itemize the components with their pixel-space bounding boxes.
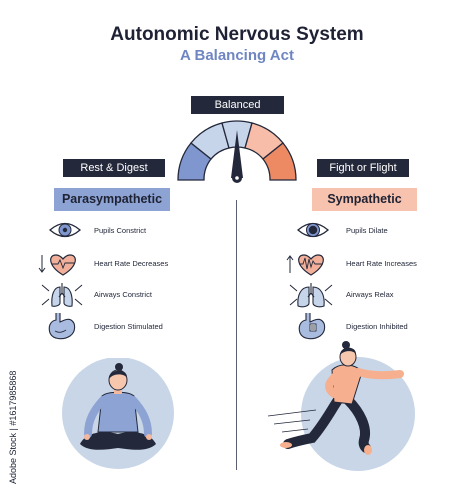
balance-gauge [177,120,297,183]
fight-flight-tag: Fight or Flight [317,159,409,177]
heart-icon [286,254,324,276]
page-title: Autonomic Nervous System [110,24,364,45]
stomach-icon [298,313,326,340]
lungs-icon [289,283,333,308]
sympathetic-title: Sympathetic [312,188,417,211]
meditating-person-illustration [62,358,174,469]
rest-digest-tag: Rest & Digest [63,159,165,177]
eye-icon [49,222,81,238]
effect-heart-rate-decreases: Heart Rate Decreases [94,259,169,268]
watermark: Adobe Stock | #1617985868 [8,370,18,484]
effect-pupils-constrict: Pupils Constrict [94,226,147,235]
parasympathetic-title: Parasympathetic [54,188,170,211]
effect-airways-constrict: Airways Constrict [94,290,152,299]
effect-airways-relax: Airways Relax [346,290,394,299]
gauge-needle [231,130,243,178]
effect-heart-rate-increases: Heart Rate Increases [346,259,417,268]
running-person-illustration [267,341,415,471]
heart-icon [38,254,76,276]
effect-digestion-stimulated: Digestion Stimulated [94,322,163,331]
center-divider [236,200,237,470]
gauge-segments [177,120,297,181]
gauge-segment-5 [262,142,297,181]
lungs-icon [41,283,83,307]
effect-digestion-inhibited: Digestion Inhibited [346,322,408,331]
page-subtitle: A Balancing Act [180,47,294,64]
effect-pupils-dilate: Pupils Dilate [346,226,388,235]
stomach-icon [48,313,76,340]
eye-icon [297,222,329,238]
balanced-label: Balanced [191,96,284,114]
